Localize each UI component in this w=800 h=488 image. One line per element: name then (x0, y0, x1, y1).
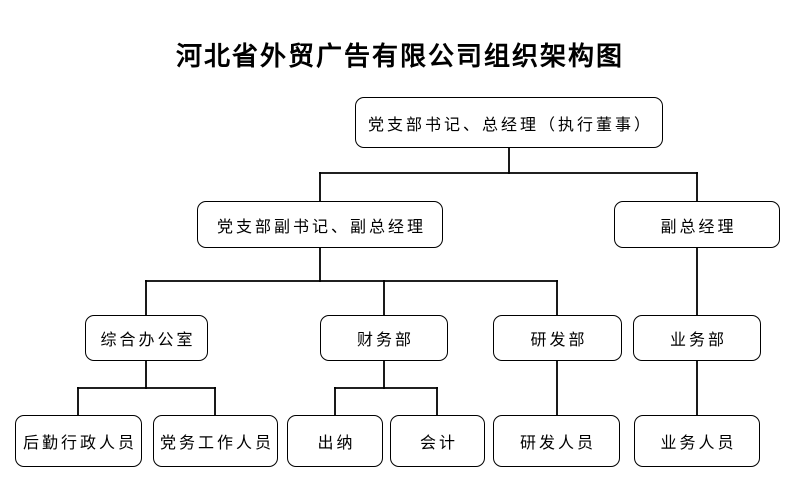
edge-ceo-to-deputies (319, 148, 698, 201)
node-cashier: 出纳 (287, 415, 383, 467)
node-label: 党务工作人员 (159, 435, 274, 452)
node-label: 业务部 (669, 332, 727, 349)
node-finance-department: 财务部 (320, 315, 448, 361)
node-deputy-general-manager: 副总经理 (614, 201, 780, 248)
node-label: 财务部 (356, 332, 414, 349)
chart-title: 河北省外贸广告有限公司组织架构图 (175, 42, 624, 71)
node-label: 研发部 (530, 332, 588, 349)
node-label: 出纳 (317, 435, 356, 452)
edge-finance-to-staff (334, 361, 438, 415)
node-label: 综合办公室 (100, 332, 196, 349)
edge-deputy-secretary-to-departments (145, 248, 558, 315)
node-label: 后勤行政人员 (22, 435, 137, 452)
node-business-staff: 业务人员 (634, 415, 760, 467)
node-rnd-staff: 研发人员 (493, 415, 620, 467)
node-label: 业务人员 (660, 435, 737, 452)
node-party-affairs-staff: 党务工作人员 (153, 415, 278, 467)
node-party-secretary-general-manager: 党支部书记、总经理（执行董事） (355, 97, 663, 148)
node-label: 研发人员 (519, 435, 596, 452)
node-logistics-admin-staff: 后勤行政人员 (15, 415, 142, 467)
node-label: 党支部书记、总经理（执行董事） (367, 116, 653, 134)
edge-general-office-to-staff (77, 361, 216, 415)
node-label: 会计 (419, 435, 458, 452)
node-deputy-party-secretary-deputy-gm: 党支部副书记、副总经理 (197, 201, 443, 248)
node-rnd-department: 研发部 (493, 315, 622, 361)
node-label: 副总经理 (660, 218, 737, 236)
node-label: 党支部副书记、副总经理 (216, 218, 426, 236)
node-general-office: 综合办公室 (85, 315, 208, 361)
node-accountant: 会计 (390, 415, 485, 467)
node-business-department: 业务部 (633, 315, 761, 361)
